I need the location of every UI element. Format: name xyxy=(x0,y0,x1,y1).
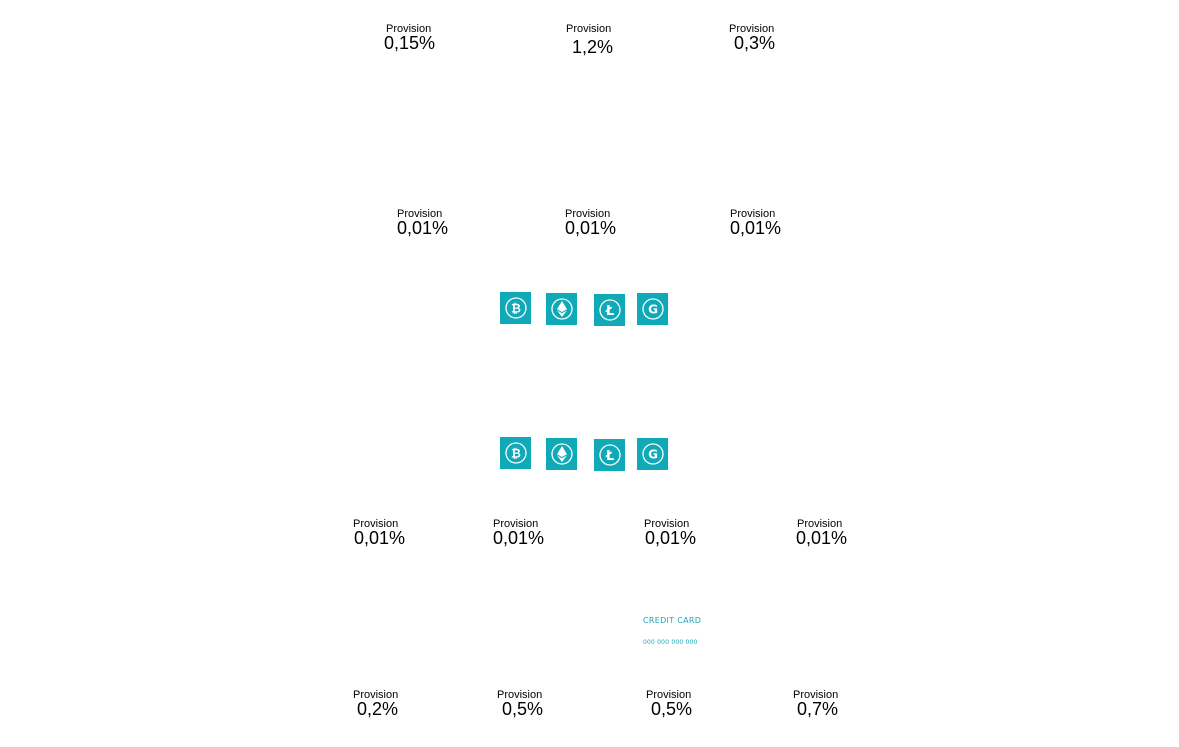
fee-value: 0,2% xyxy=(357,699,399,719)
gamecredits-icon: G xyxy=(637,293,668,325)
fee-value: 1,2% xyxy=(572,37,614,57)
credit-card-number: 000 000 000 000 xyxy=(643,639,698,646)
fee-value: 0,01% xyxy=(645,528,697,548)
fee-value: 0,01% xyxy=(565,218,617,238)
fee-label: Provision xyxy=(493,518,539,530)
fee-label: Provision xyxy=(566,23,612,35)
fee-item: Provision 0,01% xyxy=(493,518,545,548)
fee-item: Provision 0,15% xyxy=(384,23,436,53)
ethereum-icon xyxy=(546,293,577,325)
fee-value: 0,01% xyxy=(493,528,545,548)
fee-item: Provision 1,2% xyxy=(566,23,614,57)
fee-value: 0,01% xyxy=(397,218,449,238)
credit-card-title: CREDIT CARD xyxy=(643,616,702,625)
fee-value: 0,7% xyxy=(797,699,839,719)
fee-item: Provision 0,01% xyxy=(397,208,449,238)
fee-label: Provision xyxy=(646,689,692,701)
fee-value: 0,15% xyxy=(384,33,436,53)
svg-text:₿: ₿ xyxy=(511,302,521,316)
fee-value: 0,5% xyxy=(502,699,544,719)
fee-label: Provision xyxy=(397,208,443,220)
fee-item: Provision 0,5% xyxy=(646,689,693,719)
fee-value: 0,01% xyxy=(354,528,406,548)
fee-item: Provision 0,01% xyxy=(796,518,848,548)
fee-label: Provision xyxy=(644,518,690,530)
fee-label: Provision xyxy=(797,518,843,530)
fee-label: Provision xyxy=(497,689,543,701)
litecoin-icon: Ł xyxy=(594,294,625,326)
fee-label: Provision xyxy=(729,23,775,35)
bitcoin-icon: ₿ xyxy=(500,437,531,469)
svg-text:Ł: Ł xyxy=(604,304,613,319)
fee-value: 0,01% xyxy=(730,218,782,238)
fee-item: Provision 0,5% xyxy=(497,689,544,719)
fee-label: Provision xyxy=(386,23,432,35)
fee-label: Provision xyxy=(565,208,611,220)
ethereum-icon xyxy=(546,438,577,470)
fee-item: Provision 0,01% xyxy=(353,518,406,548)
bitcoin-icon: ₿ xyxy=(500,292,531,324)
fee-value: 0,5% xyxy=(651,699,693,719)
fee-item: Provision 0,01% xyxy=(644,518,697,548)
fee-item: Provision 0,7% xyxy=(793,689,839,719)
fee-item: Provision 0,01% xyxy=(565,208,617,238)
fee-label: Provision xyxy=(353,689,399,701)
svg-text:₿: ₿ xyxy=(511,447,521,461)
fee-item: Provision 0,2% xyxy=(353,689,399,719)
fee-label: Provision xyxy=(730,208,776,220)
litecoin-icon: Ł xyxy=(594,439,625,471)
svg-text:Ł: Ł xyxy=(604,449,613,464)
fee-value: 0,3% xyxy=(734,33,776,53)
fee-label: Provision xyxy=(353,518,399,530)
gamecredits-icon: G xyxy=(637,438,668,470)
fee-value: 0,01% xyxy=(796,528,848,548)
fee-item: Provision 0,3% xyxy=(729,23,776,53)
svg-text:G: G xyxy=(648,303,658,317)
fee-label: Provision xyxy=(793,689,839,701)
fee-item: Provision 0,01% xyxy=(730,208,782,238)
svg-text:G: G xyxy=(648,448,658,462)
